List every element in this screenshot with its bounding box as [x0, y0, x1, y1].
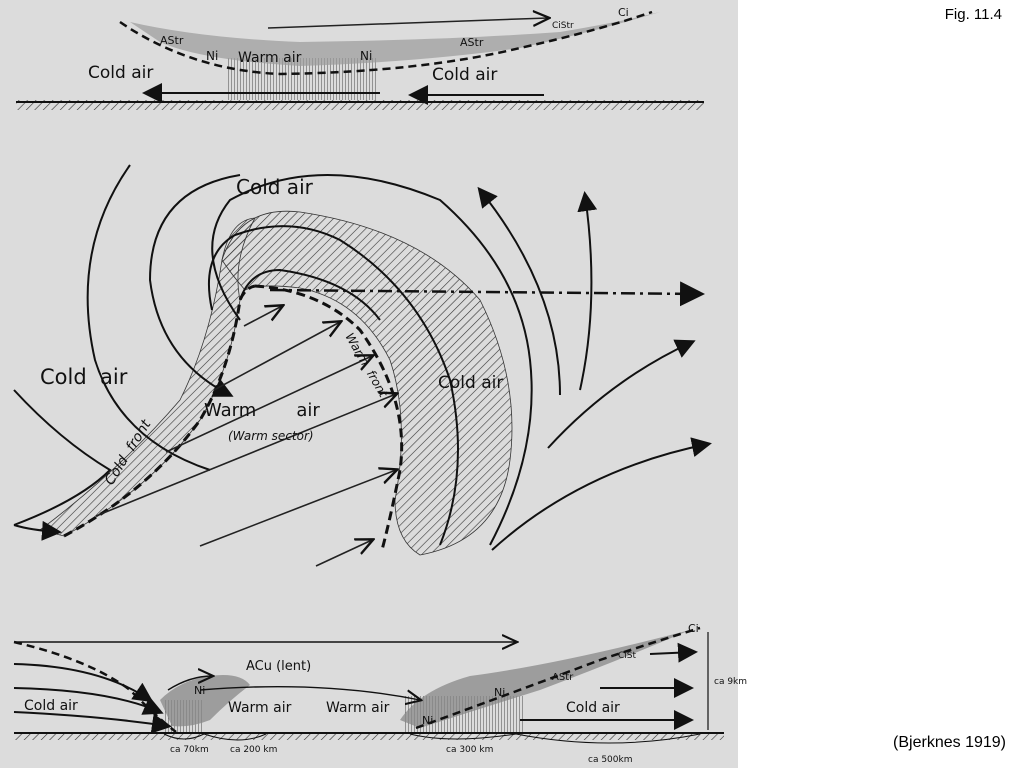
distance-brackets	[163, 733, 701, 744]
plan-cold-air-top: Cold air	[236, 175, 314, 199]
top-ground	[16, 100, 704, 110]
warm-arrow-1	[243, 306, 282, 327]
bottom-d200: ca 200 km	[230, 745, 277, 755]
figure-number-label: Fig. 11.4	[944, 6, 1002, 23]
citation-label: (Bjerknes 1919)	[893, 734, 1006, 751]
bottom-height-label: ca 9km	[714, 677, 747, 687]
streamline-bottom-left	[13, 520, 62, 541]
warm-arrow-3	[165, 356, 372, 453]
top-upper-arrow	[267, 18, 548, 29]
top-cold-air-right: Cold air	[432, 65, 497, 85]
bottom-acu-arrow	[167, 676, 212, 691]
bottom-d70: ca 70km	[170, 745, 209, 755]
bottom-warm-air-2: Warm air	[326, 700, 390, 716]
top-warm-air: Warm air	[238, 50, 302, 66]
bottom-cistr: CiSt	[618, 651, 636, 661]
bottom-warm-arrow	[199, 685, 420, 700]
streamline-top-spiral	[211, 174, 533, 546]
bottom-ni-right: Ni	[422, 714, 433, 727]
bottom-arrow-3	[13, 711, 172, 734]
bottom-cold-air-left: Cold air	[24, 698, 78, 714]
streamline-inner-spiral	[208, 225, 459, 546]
streamline-right-3	[547, 339, 696, 449]
bottom-arrow-1	[13, 663, 154, 703]
top-astr-right: AStr	[460, 36, 484, 49]
top-astr-left: AStr	[160, 34, 184, 47]
bottom-astr: AStr	[552, 672, 574, 683]
cold-streamlines	[13, 164, 712, 551]
top-ni-left: Ni	[206, 49, 218, 63]
bottom-ground	[14, 732, 724, 740]
top-cistr: CiStr	[552, 21, 574, 31]
bottom-acu-label: ACu (lent)	[246, 659, 311, 674]
cyclone-track-arrow	[269, 281, 705, 307]
bottom-cold-right-arrow-3	[649, 642, 698, 663]
top-frontal-surface	[119, 10, 653, 76]
plan-cold-air-right: Cold air	[438, 373, 503, 393]
streamline-left-spiral	[148, 174, 241, 397]
bottom-cross-section: Cold air Warm air Warm air Cold air ACu …	[13, 622, 747, 765]
bottom-cold-front	[13, 640, 177, 733]
bjerknes-cyclone-figure: Cold air Cold air Warm air AStr AStr Ni …	[0, 0, 747, 768]
bottom-d500: ca 500km	[588, 755, 632, 765]
streamline-right-4	[491, 437, 712, 551]
cyclone-diagram-svg: Cold air Cold air Warm air AStr AStr Ni …	[13, 6, 747, 765]
top-ci: Ci	[618, 6, 629, 19]
plan-warm-sector: (Warm sector)	[228, 429, 314, 443]
warm-arrow-2	[213, 322, 340, 391]
bottom-arrows	[13, 642, 698, 734]
top-cold-air-left: Cold air	[88, 63, 153, 83]
plan-view: Cold air Cold air Cold air Warm air (War…	[13, 164, 712, 567]
bottom-cold-air-right: Cold air	[566, 700, 620, 716]
top-ni-right: Ni	[360, 49, 372, 63]
streamline-outer-left	[86, 164, 211, 471]
bottom-d300: ca 300 km	[446, 745, 493, 755]
warm-arrow-6	[315, 540, 372, 567]
bottom-ni-mid: Ni	[494, 686, 505, 699]
bottom-arrow-2	[13, 687, 164, 715]
top-cross-section: Cold air Cold air Warm air AStr AStr Ni …	[16, 6, 704, 110]
streamline-right-1	[477, 186, 561, 396]
warm-arrow-4	[95, 394, 396, 517]
bottom-cloud-right	[400, 630, 690, 728]
top-cloud-band	[130, 12, 660, 66]
warm-sector-arrows	[95, 306, 396, 567]
streamline-right-2	[577, 191, 598, 391]
warm-arrow-5	[199, 470, 396, 547]
streamline-core	[239, 268, 381, 321]
bottom-ni-left: Ni	[194, 684, 205, 697]
bottom-ci: Ci	[688, 622, 699, 635]
bottom-warm-air-1: Warm air	[228, 700, 292, 716]
bottom-warm-front	[415, 626, 701, 730]
plan-cold-air-left: Cold air	[40, 365, 128, 389]
streamline-lower-left	[13, 389, 112, 526]
warm-front-band	[221, 210, 513, 556]
plan-warm-air: Warm air	[204, 400, 320, 421]
